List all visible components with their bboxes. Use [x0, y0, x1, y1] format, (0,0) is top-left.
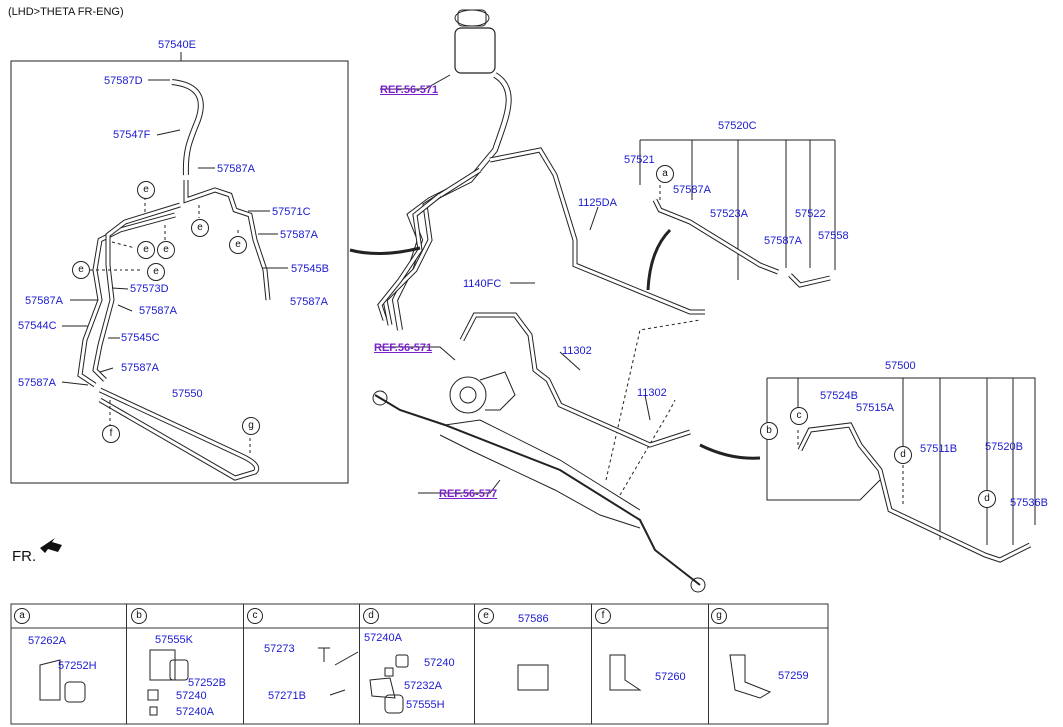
circle-marker-e[interactable]: e — [72, 261, 90, 279]
part-callout[interactable]: 1140FC — [463, 278, 502, 290]
table-part-callout[interactable]: 57240A — [176, 706, 214, 718]
table-part-callout[interactable]: 57259 — [778, 670, 809, 682]
part-callout[interactable]: 57587A — [18, 377, 56, 389]
part-callout[interactable]: 57511B — [920, 443, 958, 455]
part-callout[interactable]: 57547F — [113, 129, 151, 141]
circle-marker-e[interactable]: e — [229, 236, 247, 254]
circle-marker-e[interactable]: e — [137, 241, 155, 259]
part-callout[interactable]: 57558 — [818, 230, 849, 242]
table-part-callout[interactable]: 57240 — [424, 657, 455, 669]
part-callout[interactable]: 57545C — [121, 332, 160, 344]
circle-marker-g[interactable]: g — [242, 417, 260, 435]
table-part-callout[interactable]: 57262A — [28, 635, 66, 647]
table-part-callout[interactable]: 57271B — [268, 690, 306, 702]
table-part-callout[interactable]: 57252B — [188, 677, 226, 689]
part-callout[interactable]: 57523A — [710, 208, 748, 220]
group-label-57520c[interactable]: 57520C — [718, 120, 757, 132]
table-header-a: a — [14, 608, 30, 624]
table-header-d: d — [363, 608, 379, 624]
part-callout[interactable]: 57550 — [172, 388, 203, 400]
table-part-callout[interactable]: 57555K — [155, 634, 193, 646]
part-callout[interactable]: 57587A — [764, 235, 802, 247]
circle-marker-e[interactable]: e — [191, 219, 209, 237]
group-label-57500[interactable]: 57500 — [885, 360, 916, 372]
part-callout[interactable]: 57587A — [217, 163, 255, 175]
part-callout[interactable]: 57544C — [18, 320, 57, 332]
table-cell-d — [360, 604, 475, 724]
part-callout[interactable]: 57515A — [856, 402, 894, 414]
part-callout[interactable]: 57587A — [673, 184, 711, 196]
circle-marker-d[interactable]: d — [978, 490, 996, 508]
part-callout[interactable]: 11302 — [637, 387, 667, 399]
part-callout[interactable]: 57522 — [795, 208, 826, 220]
part-callout[interactable]: 57571C — [272, 206, 311, 218]
table-header-f: f — [595, 608, 611, 624]
part-callout[interactable]: 57587A — [139, 305, 177, 317]
part-callout[interactable]: 1125DA — [578, 197, 617, 209]
table-cell-e — [475, 604, 592, 724]
circle-marker-e[interactable]: e — [137, 181, 155, 199]
part-callout[interactable]: 57587D — [104, 75, 143, 87]
circle-marker-d[interactable]: d — [894, 446, 912, 464]
part-callout[interactable]: 11302 — [562, 345, 592, 357]
table-part-callout[interactable]: 57240 — [176, 690, 207, 702]
table-part-callout[interactable]: 57555H — [406, 699, 445, 711]
circle-marker-b[interactable]: b — [760, 422, 778, 440]
table-part-callout[interactable]: 57273 — [264, 643, 295, 655]
table-part-callout[interactable]: 57260 — [655, 671, 686, 683]
part-callout[interactable]: 57520B — [985, 441, 1023, 453]
reference-link[interactable]: REF.56-571 — [374, 342, 433, 354]
table-part-callout[interactable]: 57232A — [404, 680, 442, 692]
part-callout[interactable]: 57573D — [130, 283, 169, 295]
part-callout[interactable]: 57524B — [820, 390, 858, 402]
table-cell-a — [11, 604, 127, 724]
table-part-callout[interactable]: 57240A — [364, 632, 402, 644]
part-callout[interactable]: 57587A — [290, 296, 328, 308]
part-callout[interactable]: 57536B — [1010, 497, 1048, 509]
circle-marker-a[interactable]: a — [656, 165, 674, 183]
part-callout[interactable]: 57587A — [121, 362, 159, 374]
circle-marker-e[interactable]: e — [147, 263, 165, 281]
table-cell-f — [592, 604, 709, 724]
group-label-57540e[interactable]: 57540E — [158, 39, 196, 51]
circle-marker-e[interactable]: e — [157, 241, 175, 259]
circle-marker-c[interactable]: c — [790, 407, 808, 425]
part-callout[interactable]: 57587A — [280, 229, 318, 241]
table-part-callout[interactable]: 57586 — [518, 613, 549, 625]
table-part-callout[interactable]: 57252H — [58, 660, 97, 672]
part-callout[interactable]: 57521 — [624, 154, 655, 166]
table-header-g: g — [711, 608, 727, 624]
circle-marker-f[interactable]: f — [102, 425, 120, 443]
table-cell-c — [244, 604, 360, 724]
table-header-c: c — [247, 608, 263, 624]
table-cell-b — [127, 604, 244, 724]
reference-link[interactable]: REF.56-577 — [439, 488, 498, 500]
table-header-b: b — [131, 608, 147, 624]
page-title: (LHD>THETA FR-ENG) — [8, 6, 124, 18]
reference-link[interactable]: REF.56-571 — [380, 84, 439, 96]
front-direction-label: FR. — [12, 548, 37, 565]
part-callout[interactable]: 57545B — [291, 263, 329, 275]
part-callout[interactable]: 57587A — [25, 295, 63, 307]
table-header-e: e — [478, 608, 494, 624]
